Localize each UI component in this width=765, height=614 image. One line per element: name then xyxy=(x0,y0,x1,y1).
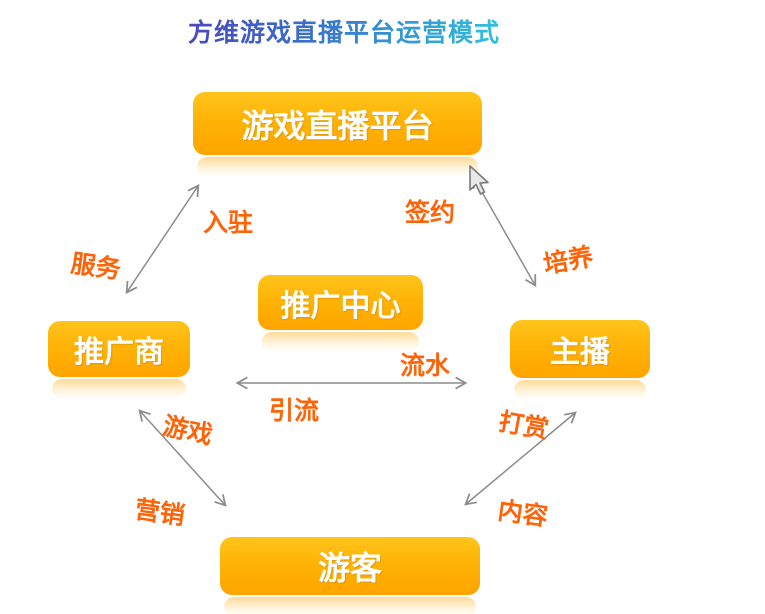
edge-label-sign: 签约 xyxy=(404,199,456,227)
node-reflection xyxy=(514,380,646,400)
edge-label-divert: 引流 xyxy=(268,397,320,425)
node-game-streaming-platform: 游戏直播平台 xyxy=(193,92,482,177)
node-promoter: 推广商 xyxy=(48,321,190,399)
node-promotion-center: 推广中心 xyxy=(258,275,423,352)
node-reflection xyxy=(262,332,419,352)
edge-anchor-platform xyxy=(472,175,537,288)
node-visitor: 游客 xyxy=(220,537,480,614)
node-label: 主播 xyxy=(550,336,610,369)
edge-label-serve: 服务 xyxy=(69,249,123,285)
edge-label-cultivate: 培养 xyxy=(541,242,596,280)
diagram-title: 方维游戏直播平台运营模式 xyxy=(188,13,500,49)
node-label: 游客 xyxy=(317,550,382,586)
edge-label-revenue: 流水 xyxy=(399,352,451,380)
edge-promoter-platform xyxy=(125,183,200,295)
node-anchor: 主播 xyxy=(510,320,650,400)
edge-label-game: 游戏 xyxy=(160,412,215,450)
node-label: 推广商 xyxy=(74,336,164,369)
edge-label-content: 内容 xyxy=(496,496,550,532)
node-label: 推广中心 xyxy=(280,289,401,323)
edge-label-reward: 打赏 xyxy=(496,407,551,445)
edge-label-marketing: 营销 xyxy=(133,495,187,531)
node-reflection xyxy=(224,597,476,614)
edge-label-enter: 入驻 xyxy=(202,209,254,237)
node-reflection xyxy=(52,379,186,399)
node-reflection xyxy=(197,157,478,177)
node-label: 游戏直播平台 xyxy=(241,107,434,144)
